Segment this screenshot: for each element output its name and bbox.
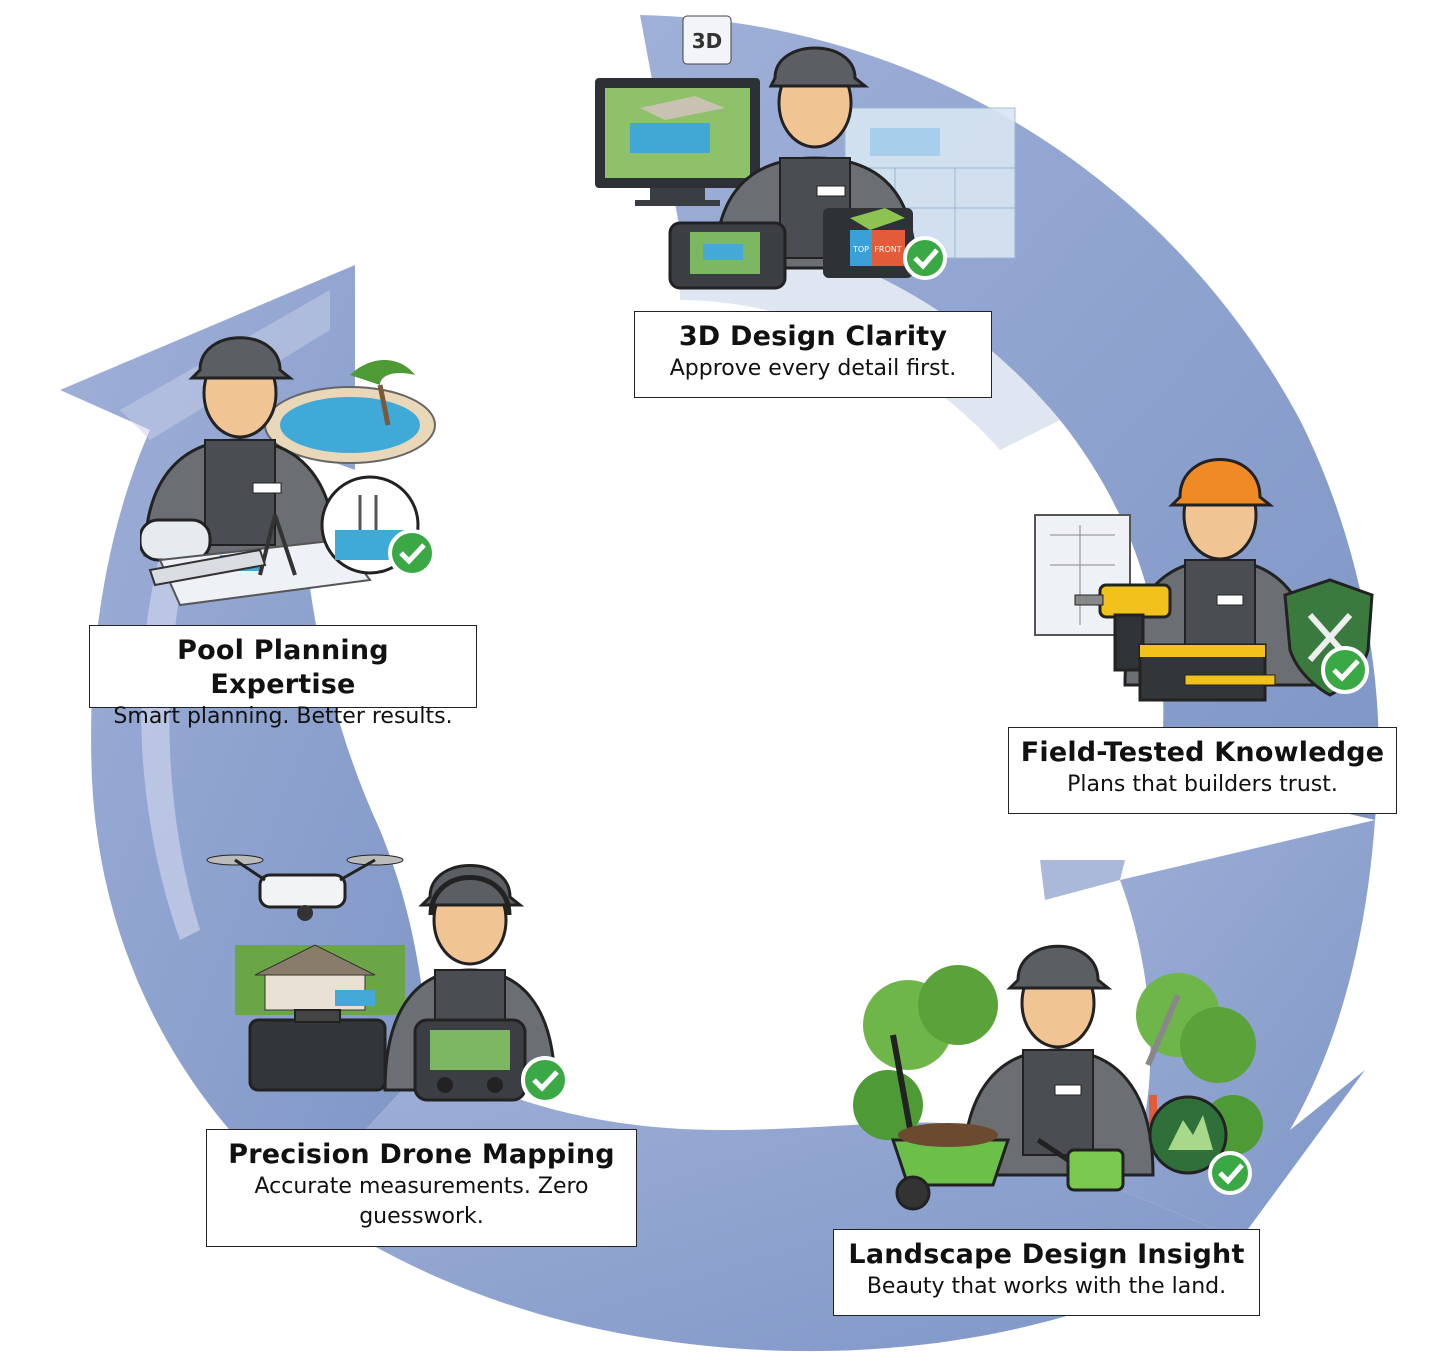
caption-pool: Pool Planning Expertise Smart planning. … [89,625,477,729]
pool-illustration [140,336,436,607]
remote-controller-icon [413,1018,527,1102]
svg-text:TOP: TOP [852,245,869,254]
stage-title: Landscape Design Insight [848,1239,1245,1270]
drill-icon [1074,583,1172,672]
stage-title: Precision Drone Mapping [228,1139,615,1170]
toolbox-icon [1138,643,1276,702]
landscape-illustration [853,944,1263,1211]
case-icon [248,1009,387,1092]
stage-subtitle: Smart planning. Better results. [113,704,453,729]
3d-badge-icon: 3D [682,15,732,65]
caption-drone: Precision Drone Mapping Accurate measure… [206,1129,637,1247]
cycle-arrow-head-2-shade [1040,860,1125,900]
caption-landscape: Landscape Design Insight Beauty that wor… [833,1229,1260,1316]
svg-text:3D: 3D [692,29,723,53]
caption-field-tested: Field-Tested Knowledge Plans that builde… [1008,727,1397,814]
svg-text:FRONT: FRONT [874,245,901,254]
check-badge-icon [1208,1151,1252,1195]
wheelbarrow-icon [890,1123,1011,1211]
pool-icon [264,386,436,464]
technician-figure [961,944,1155,1177]
check-badge-icon [521,1056,569,1104]
view-cube-icon: TOP FRONT [823,208,913,278]
check-badge-icon [1321,646,1369,694]
leaf-badge-icon [1148,1095,1228,1175]
check-badge-icon [388,529,436,577]
palm-tree-icon [350,360,415,426]
drone-icon [206,854,404,921]
house-icon [235,944,405,1015]
stage-subtitle: Beauty that works with the land. [866,1274,1227,1299]
drone-illustration [206,854,569,1104]
stage-subtitle: Accurate measurements. Zero guesswork. [254,1174,589,1229]
stage-subtitle: Plans that builders trust. [1067,772,1338,797]
stage-title: Field-Tested Knowledge [1020,737,1385,768]
watering-can-icon [1036,1137,1125,1192]
field-tested-illustration [1034,458,1374,702]
stage-title: 3D Design Clarity [678,321,948,352]
stage-subtitle: Approve every detail first. [669,356,957,381]
monitor-icon [595,78,760,206]
caption-3d-design: 3D Design Clarity Approve every detail f… [634,311,992,398]
headset-icon [428,875,512,916]
tablet-controller-icon [668,221,787,290]
check-badge-icon [903,236,947,280]
ruler-icon [148,548,267,587]
hard-hat-icon [1168,458,1275,507]
3d-design-illustration: 3D TOP FRONT [595,15,1016,290]
stage-title: Pool Planning Expertise [177,635,389,700]
